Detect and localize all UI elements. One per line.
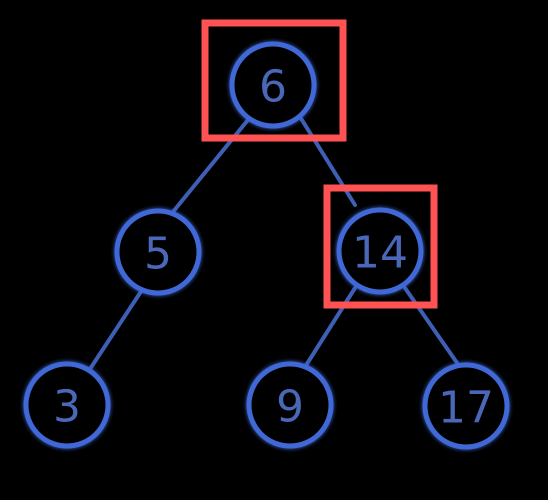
node-9-label: 9 (276, 382, 304, 433)
node-14: 14 (336, 207, 424, 295)
edge-6-5 (170, 113, 254, 215)
node-5-label: 5 (144, 229, 172, 280)
node-17: 17 (422, 362, 510, 450)
node-3: 3 (23, 361, 111, 449)
node-5: 5 (114, 208, 202, 296)
node-17-label: 17 (438, 383, 494, 434)
node-6: 6 (229, 41, 317, 129)
node-3-label: 3 (53, 382, 81, 433)
node-9: 9 (246, 361, 334, 449)
highlight-box-node-6 (201, 19, 347, 142)
node-3-circle (23, 361, 111, 449)
node-6-circle (229, 41, 317, 129)
highlight-box-node-14 (323, 184, 438, 309)
edge-5-3 (88, 288, 144, 371)
nodes: 6 5 14 3 9 17 (23, 41, 510, 450)
edge-14-9 (303, 286, 357, 369)
node-14-label: 14 (352, 228, 408, 279)
node-9-circle (246, 361, 334, 449)
node-6-label: 6 (259, 62, 287, 113)
node-17-circle (422, 362, 510, 450)
node-14-circle (336, 207, 424, 295)
node-5-circle (114, 208, 202, 296)
highlights (201, 19, 438, 309)
